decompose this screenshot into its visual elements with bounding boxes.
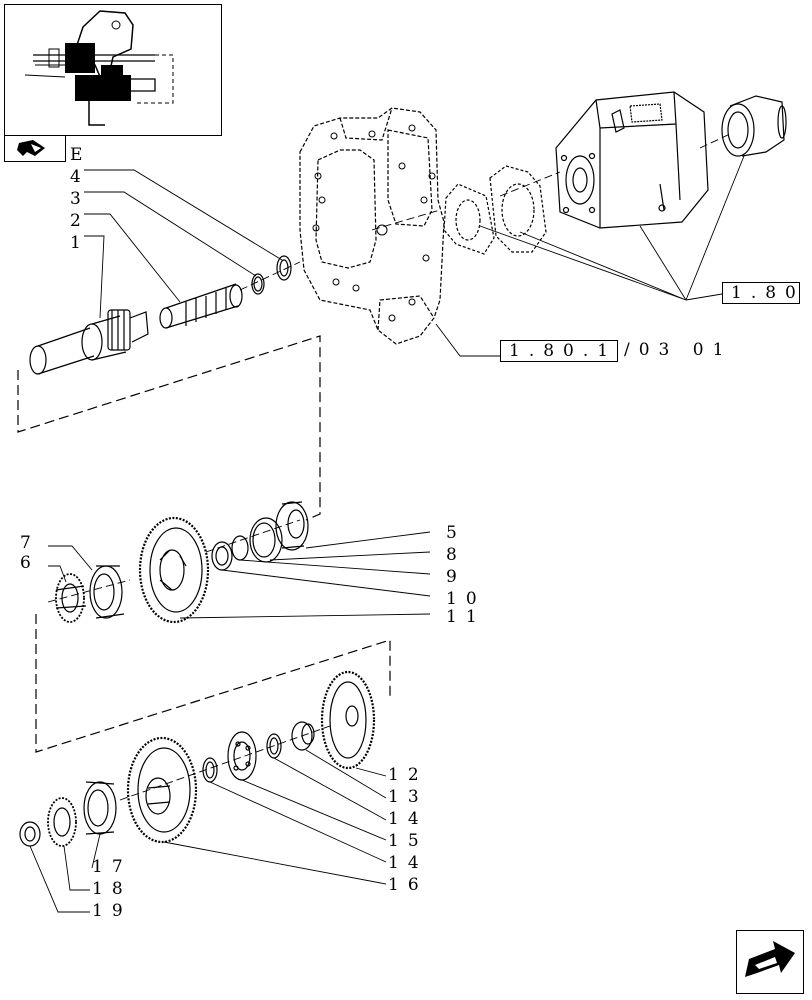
- shaft-2: [159, 283, 243, 329]
- bearing-6: [275, 501, 309, 551]
- flange: [489, 165, 547, 253]
- group-reference-label: 1.80: [731, 283, 805, 303]
- frame-reference-label: 1.80.1: [509, 341, 618, 361]
- frame-reference-link[interactable]: 1.80.1: [500, 340, 618, 362]
- group-reference-link[interactable]: 1.80: [722, 282, 800, 304]
- gear-16: [126, 736, 198, 844]
- snap-ring-3: [251, 273, 265, 295]
- gasket: [443, 183, 495, 255]
- assembly-path-upper: [17, 335, 321, 521]
- bearing-15: [227, 731, 257, 781]
- callout-14-a: 14: [388, 809, 428, 829]
- callout-1: 1: [70, 233, 90, 253]
- gear-9: [138, 516, 210, 624]
- callout-2: 2: [70, 211, 90, 231]
- next-page-arrow-icon: [745, 941, 795, 977]
- callout-8: 10: [446, 589, 486, 609]
- drive-coupling: [721, 95, 787, 157]
- bearing-11: [89, 565, 125, 619]
- callout-13: 13: [388, 787, 428, 807]
- circlip-4: [276, 255, 292, 281]
- callout-17: 17: [92, 857, 132, 877]
- callout-12: 12: [388, 765, 428, 785]
- callout-5: 9: [446, 567, 466, 587]
- shaft-1: [29, 309, 149, 375]
- hydraulic-pump: [555, 91, 709, 229]
- assembly-path-lower: [35, 614, 391, 753]
- callout-3: 3: [70, 189, 90, 209]
- callout-6: 5: [446, 523, 466, 543]
- callout-14-b: 14: [388, 853, 428, 873]
- previous-page-arrow-icon: [17, 140, 45, 156]
- callout-11: 7: [20, 533, 40, 553]
- callout-7: 8: [446, 545, 466, 565]
- spacer-5: [231, 535, 249, 561]
- callout-E: E: [70, 145, 91, 165]
- bushing-13: [291, 721, 315, 751]
- gearbox-housing: [299, 107, 445, 345]
- callout-9: 11: [446, 607, 486, 627]
- callout-15: 15: [388, 831, 428, 851]
- next-page-button[interactable]: [736, 930, 804, 994]
- gear-12: [320, 670, 376, 770]
- thumbnail-drawing: [24, 10, 174, 126]
- callout-labels: E 4 3 2 1 7 6 5 8 9 10 11 12 13 14 15 14…: [20, 145, 486, 921]
- previous-page-button[interactable]: [4, 136, 66, 162]
- bearing-17: [83, 781, 117, 835]
- callout-16: 16: [388, 875, 428, 895]
- callout-4: 4: [70, 167, 90, 187]
- leader-lines: [29, 155, 745, 913]
- frame-reference-suffix: /03 01: [624, 340, 733, 360]
- callout-10: 6: [20, 553, 40, 573]
- gear-18: [47, 797, 77, 847]
- callout-18: 18: [92, 879, 132, 899]
- gear-10: [55, 573, 87, 623]
- housing-bolt-holes: [312, 124, 436, 322]
- nut-19: [19, 821, 41, 847]
- assembly-thumbnail[interactable]: [4, 4, 222, 136]
- circlip-7: [249, 517, 283, 563]
- callout-19: 19: [92, 901, 132, 921]
